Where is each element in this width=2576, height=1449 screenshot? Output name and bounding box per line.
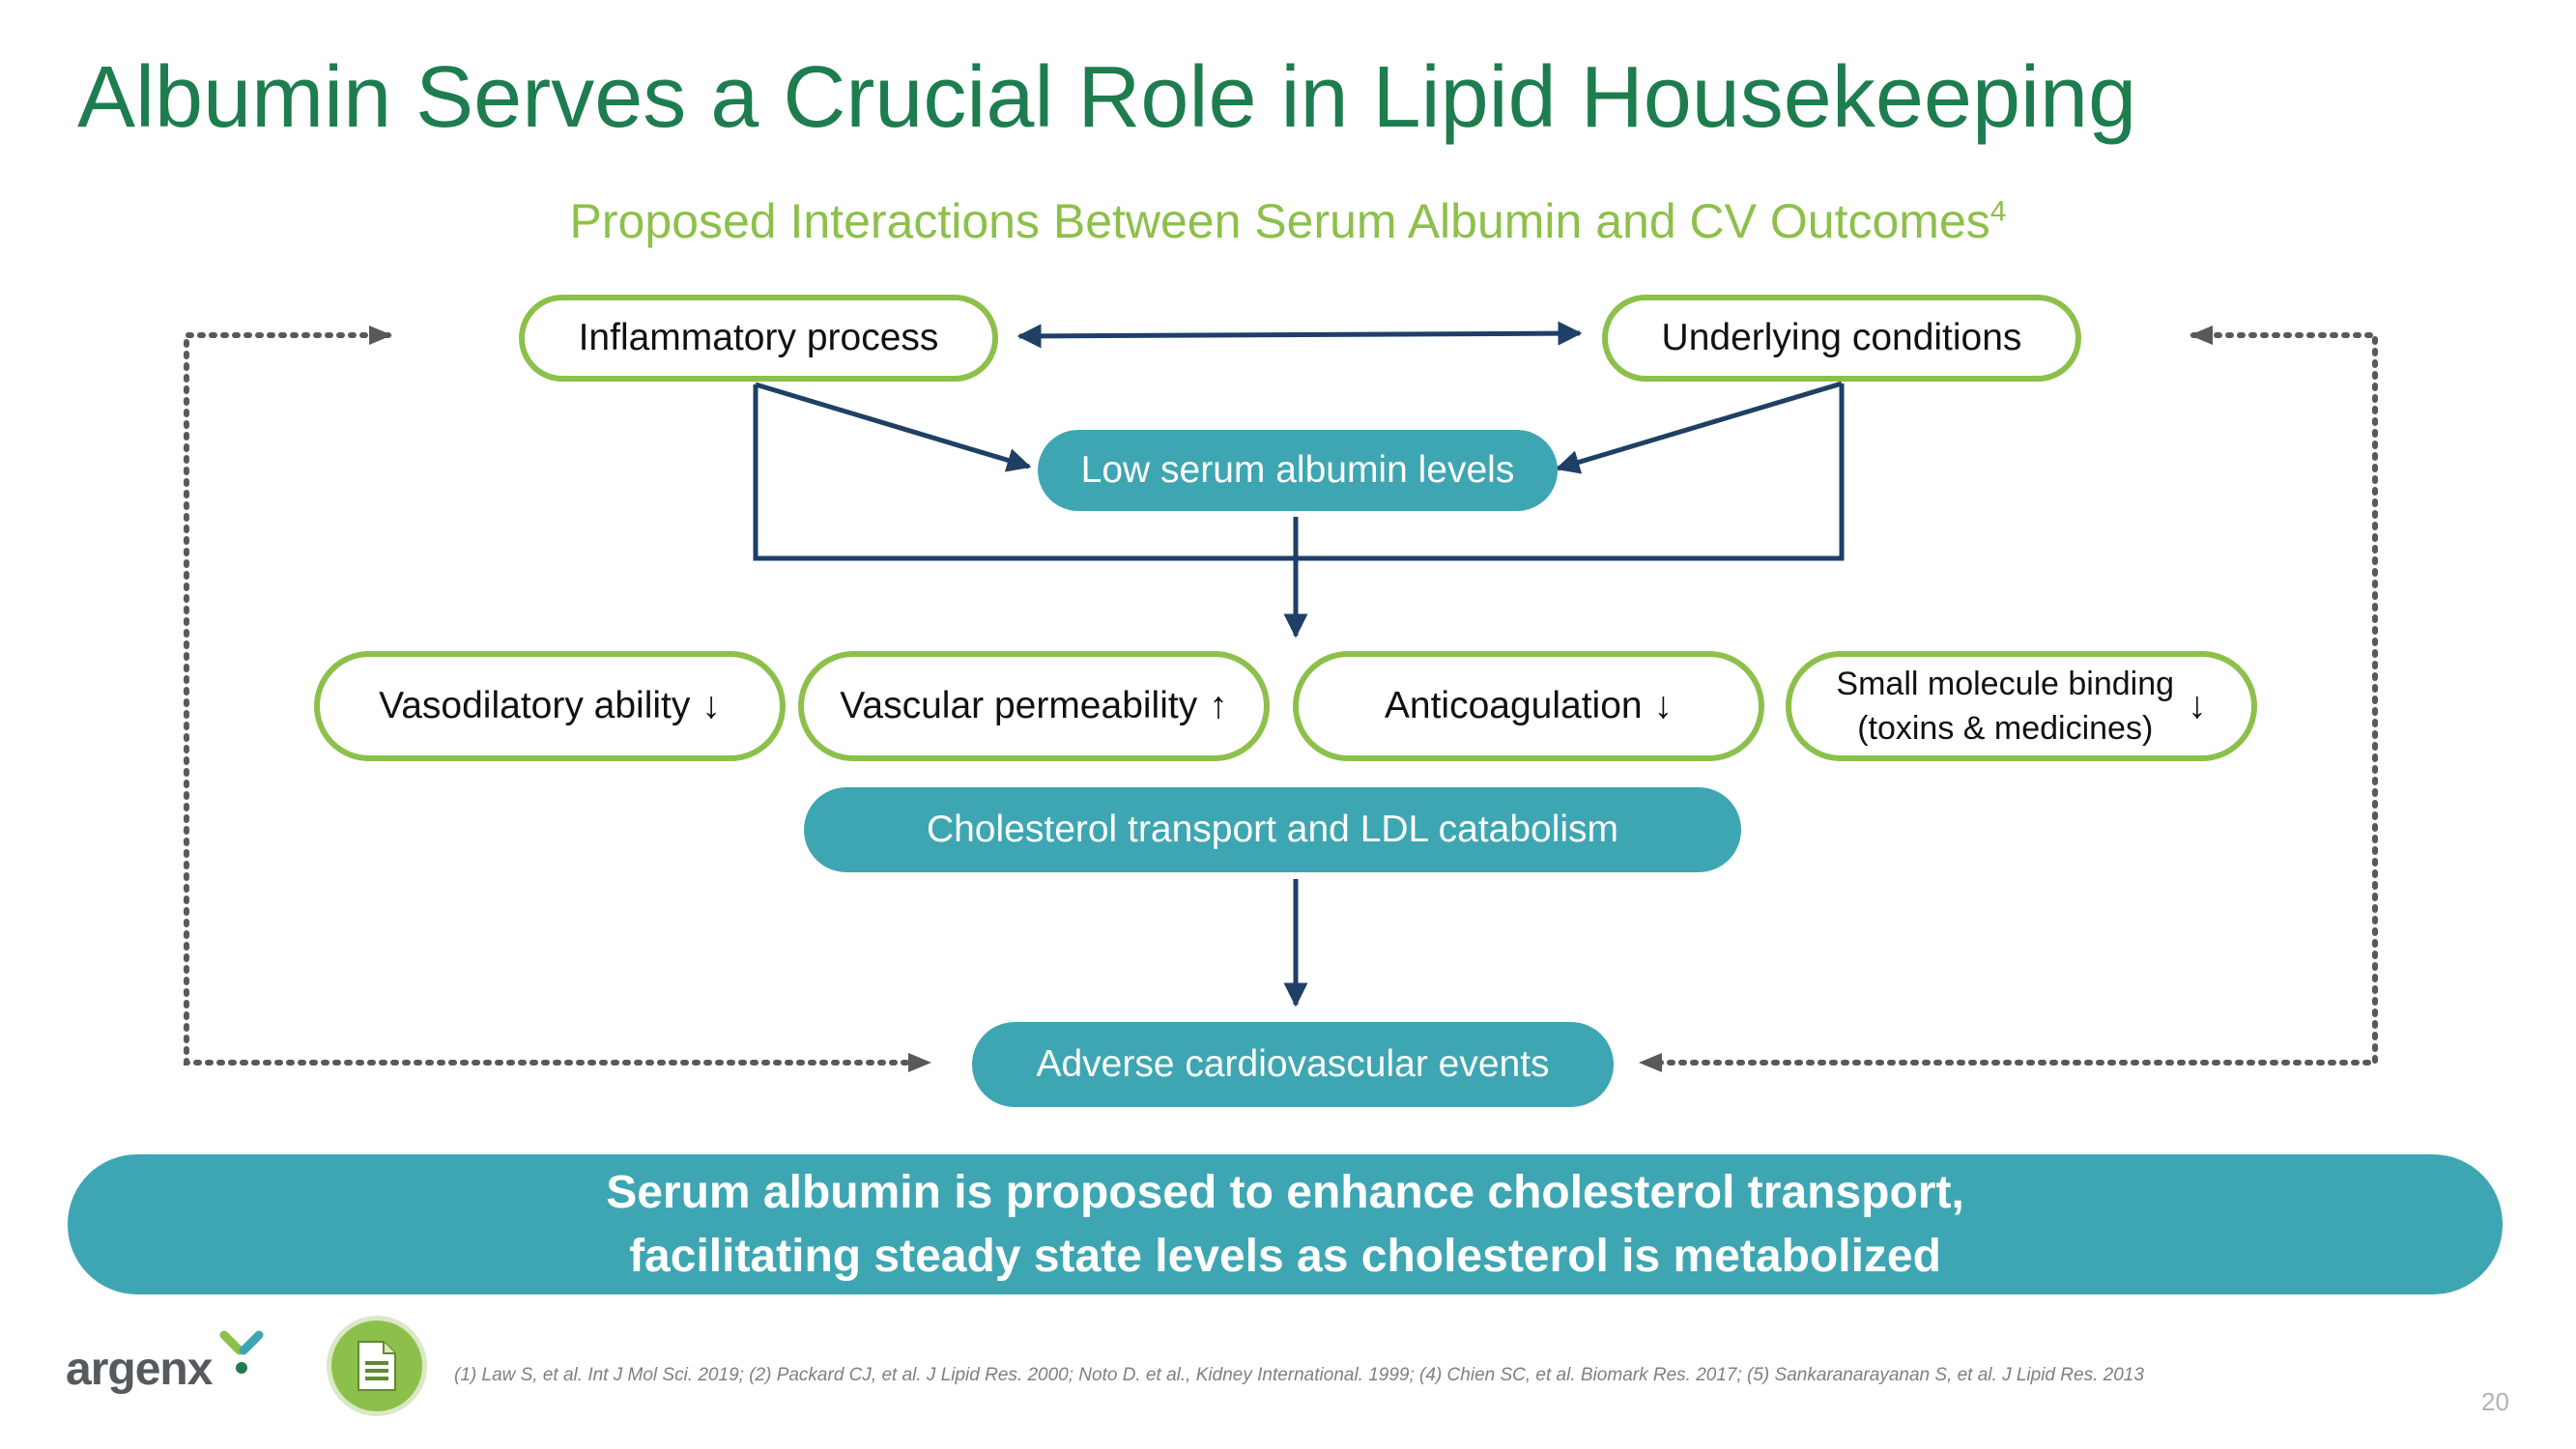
node-anticoagulation: Anticoagulation↓: [1293, 651, 1764, 761]
node-vasodilatory-ability: Vasodilatory ability↓: [314, 651, 786, 761]
references: (1) Law S, et al. Int J Mol Sci. 2019; (…: [454, 1365, 2144, 1385]
dotted-arrowhead: [908, 1053, 931, 1072]
bypass-line: [753, 384, 1845, 561]
node-small-molecule-binding: Small molecule binding (toxins & medicin…: [1786, 651, 2257, 761]
effect-label: Vasodilatory ability: [379, 685, 691, 726]
subtitle-text: Proposed Interactions Between Serum Albu…: [569, 194, 1990, 248]
dotted-arrowhead: [2190, 326, 2213, 345]
banner-line2: facilitating steady state levels as chol…: [629, 1230, 1941, 1282]
small-molecule-line1: Small molecule binding: [1836, 666, 2175, 702]
node-inflammatory-process: Inflammatory process: [519, 295, 998, 382]
slide-subtitle: Proposed Interactions Between Serum Albu…: [0, 193, 2576, 249]
down-arrow-icon: ↓: [2188, 685, 2207, 726]
dotted-arrowhead: [1639, 1053, 1662, 1072]
dotted-arrowhead: [369, 326, 392, 345]
logo-text: argenx: [66, 1344, 213, 1395]
node-vascular-permeability: Vascular permeability ↑: [798, 651, 1270, 761]
slide-title: Albumin Serves a Crucial Role in Lipid H…: [77, 49, 2137, 146]
dotted-loop-right: [1640, 332, 2378, 1065]
page-number: 20: [2481, 1387, 2509, 1416]
key-message-banner: Serum albumin is proposed to enhance cho…: [68, 1154, 2503, 1294]
logo-mark-icon: [219, 1330, 264, 1374]
small-molecule-line2: (toxins & medicines): [1857, 710, 2154, 747]
document-icon[interactable]: [327, 1316, 427, 1416]
arrow-inflammatory-to-albumin: [755, 382, 1032, 472]
banner-line1: Serum albumin is proposed to enhance cho…: [606, 1166, 1964, 1218]
subtitle-reference: 4: [1989, 195, 2007, 228]
node-underlying-conditions: Underlying conditions: [1602, 295, 2081, 382]
dotted-loop-left: [184, 332, 929, 1065]
down-arrow-icon: ↓: [701, 685, 721, 726]
node-low-serum-albumin: Low serum albumin levels: [1038, 430, 1558, 511]
effect-label: Anticoagulation: [1384, 685, 1643, 726]
node-cholesterol-transport: Cholesterol transport and LDL catabolism: [804, 787, 1741, 872]
arrow-underlying-to-albumin: [1555, 381, 1843, 474]
bidirectional-arrow: [1016, 321, 1583, 349]
down-arrow-icon: ↓: [1653, 685, 1674, 726]
argenx-logo: argenx: [66, 1330, 264, 1396]
effect-label: Vascular permeability: [840, 685, 1198, 726]
node-adverse-cv-events: Adverse cardiovascular events: [972, 1022, 1614, 1107]
up-arrow-icon: ↑: [1209, 685, 1228, 726]
